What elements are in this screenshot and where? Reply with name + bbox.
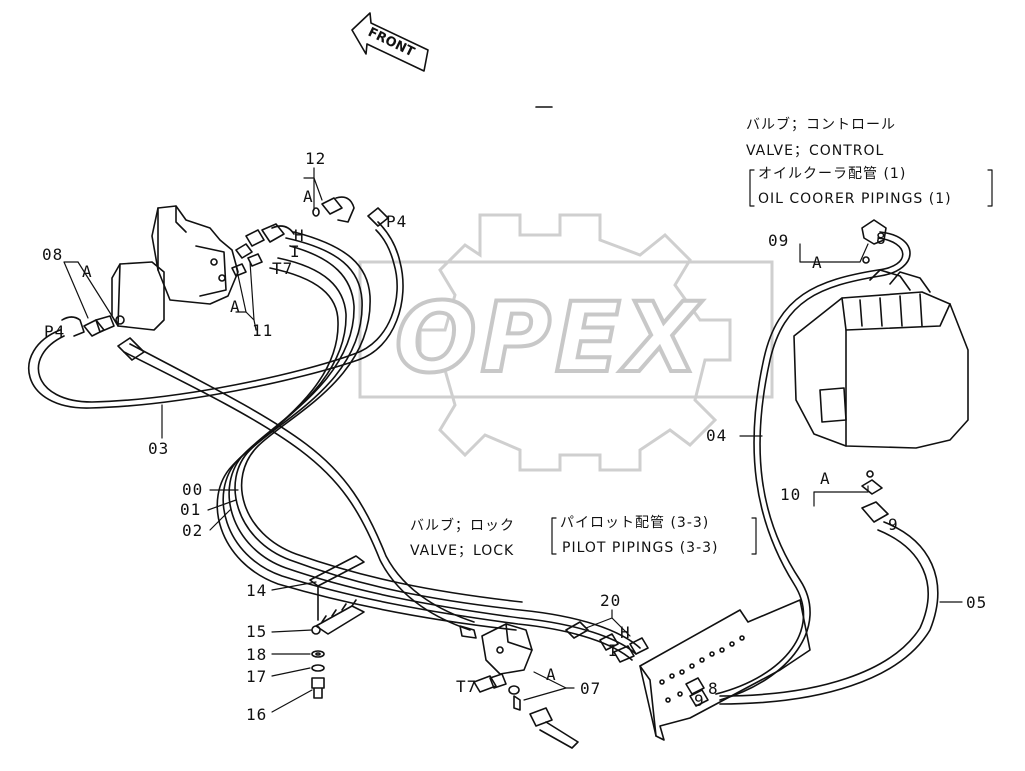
hose-03 [27,221,404,409]
callout-a-right-top: A [812,253,823,272]
callout-18: 18 [246,645,268,664]
callout-t7-bottom: T7 [456,677,478,696]
callout-i-top: I [290,242,301,261]
callout-17: 17 [246,667,268,686]
callout-12: 12 [305,149,327,168]
pipe-bundle [216,231,641,661]
callout-a-right-mid: A [820,469,831,488]
callout-9-right: 9 [888,515,899,534]
callout-16: 16 [246,705,268,724]
callout-t7-top: T7 [272,259,294,278]
callout-08: 08 [42,245,64,264]
callout-00: 00 [182,480,204,499]
clamp-15 [315,605,365,635]
lock-valve-icon [459,623,533,675]
note-pilot-jp: パイロット配管 (3-3) [560,515,710,531]
callout-01: 01 [180,500,202,519]
front-arrow-icon [351,12,429,72]
callout-a-valve: A [230,297,241,316]
note-oil-en: OIL COORER PIPINGS (1) [758,191,952,207]
callout-20: 20 [600,591,622,610]
washer-18 [311,650,325,658]
callout-h-top: H [294,226,305,245]
callout-09: 09 [768,231,790,250]
callout-a-left: A [82,262,93,281]
callout-9-bottom: 9 [694,691,705,710]
pilot-valve-block-icon [111,205,239,331]
callout-a-top: A [303,187,314,206]
callout-8-top: 8 [876,229,887,248]
callout-05: 05 [966,593,988,612]
watermark-text: OPEX [393,280,703,396]
callout-a-bottom: A [546,665,557,684]
callout-15: 15 [246,622,268,641]
note-lock-en: VALVE；LOCK [410,543,515,559]
bracket-14 [309,555,365,587]
note-oil-jp: オイルクーラ配管 (1) [758,166,907,182]
hose-04 [719,231,911,701]
note-pilot-en: PILOT PIPINGS (3-3) [562,540,719,556]
callout-i-bottom: I [608,641,619,660]
callout-02: 02 [182,521,204,540]
callout-p4-top: P4 [386,212,408,231]
callout-07: 07 [580,679,602,698]
callout-04: 04 [706,426,728,445]
note-control-jp: バルブ；コントロール [746,117,896,133]
callout-8-bottom: 8 [708,679,719,698]
upper-fittings [61,196,389,337]
bracket-plate [639,599,811,741]
callout-11: 11 [252,321,274,340]
callout-10: 10 [780,485,802,504]
callout-14: 14 [246,581,268,600]
control-valve-icon [793,269,969,449]
callout-03: 03 [148,439,170,458]
bolt-16 [311,677,325,699]
note-control-en: VALVE；CONTROL [746,143,885,159]
callout-h-bottom: H [620,623,631,642]
hose-05 [719,521,939,705]
hose-to-lock [123,351,471,631]
callout-p4-left: P4 [44,322,66,341]
washer-17 [311,664,325,672]
note-lock-jp: バルブ；ロック [410,518,515,534]
